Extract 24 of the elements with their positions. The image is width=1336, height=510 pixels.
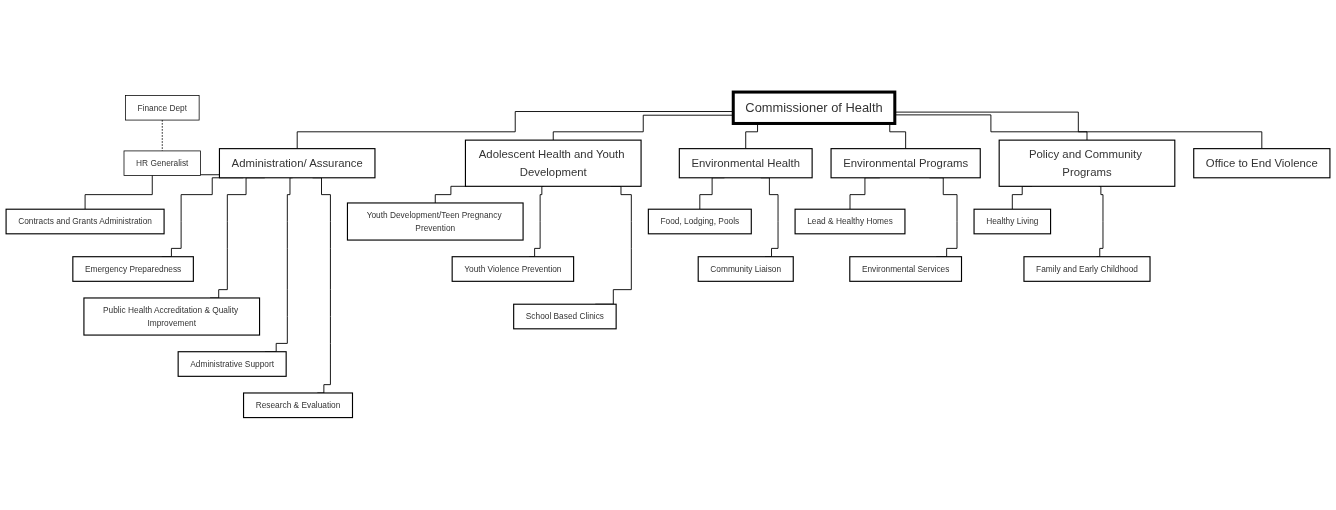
node-box: Environmental Services [849,256,963,283]
node-box: Environmental Programs [830,148,981,179]
node-box: Environmental Health [678,148,813,179]
node-box: Healthy Living [973,208,1052,235]
node-box: Community Liaison [697,256,794,283]
node-box: Adolescent Health and Youth Development [464,139,642,188]
node-box: Food, Lodging, Pools [647,208,752,235]
node-box: Administrative Support [177,351,287,378]
node-box: Lead & Healthy Homes [794,208,906,235]
node-box: Public Health Accreditation & Quality Improvement [83,297,261,336]
node-box: Policy and Community Programs [998,139,1176,188]
node-box: Family and Early Childhood [1023,256,1151,283]
node-box: Office to End Violence [1193,148,1331,179]
node-box: Administration/ Assurance [218,148,376,179]
node-box: Emergency Preparedness [72,256,194,283]
node-box: Commissioner of Health [731,90,897,126]
node-box: Contracts and Grants Administration [5,208,165,235]
node-box: Youth Violence Prevention [451,256,575,283]
node-box: School Based Clinics [513,303,617,330]
node-box: Research & Evaluation [243,392,354,419]
connector [1096,186,1104,258]
node-box: HR Generalist [123,150,201,177]
node-box: Finance Dept [125,95,200,121]
node-box: Youth Development/Teen Pregnancy Prevention [346,202,524,241]
